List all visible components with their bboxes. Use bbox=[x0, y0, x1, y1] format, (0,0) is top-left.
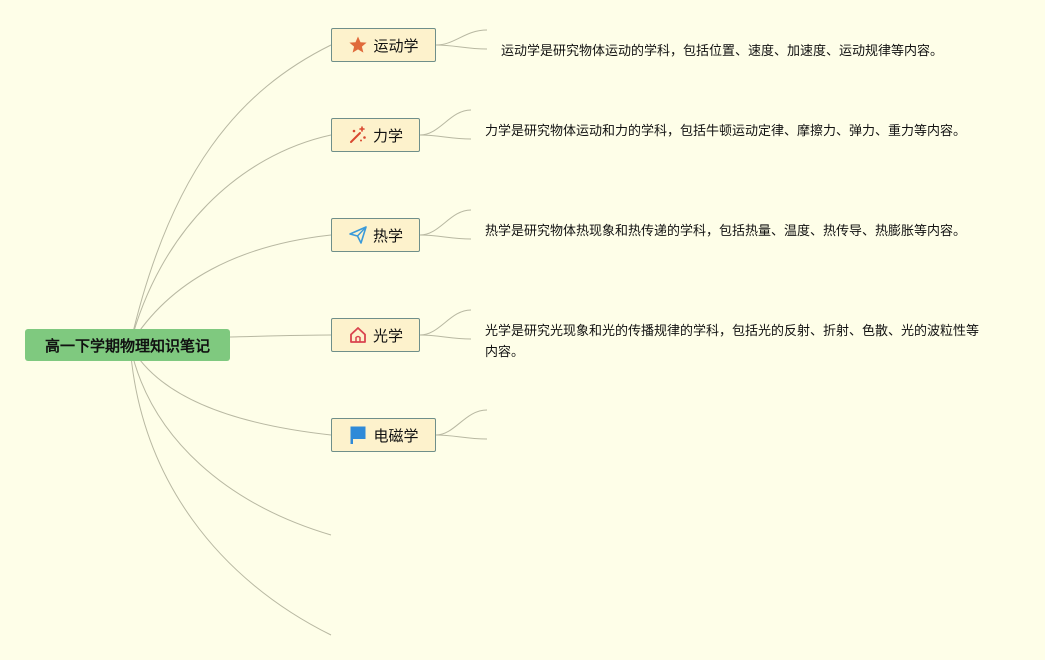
home-icon bbox=[348, 325, 368, 345]
magic-wand-icon bbox=[348, 125, 368, 145]
topic-label: 运动学 bbox=[373, 36, 419, 55]
topic-note-mechanics: 力学是研究物体运动和力的学科，包括牛顿运动定律、摩擦力、弹力、重力等内容。 bbox=[485, 124, 967, 139]
topic-node-electromagnetism[interactable]: 电磁学 bbox=[331, 418, 436, 452]
connector-topic-5-lower bbox=[435, 434, 488, 440]
topic-label: 光学 bbox=[372, 326, 403, 345]
connector-topic-3-upper bbox=[419, 209, 472, 236]
topic-label: 热学 bbox=[372, 226, 403, 245]
topic-node-thermodynamics[interactable]: 热学 bbox=[331, 218, 420, 252]
root-title: 高一下学期物理知识笔记 bbox=[44, 336, 210, 355]
connector-root-to-empty-2 bbox=[129, 344, 332, 636]
connector-root-to-topic-4 bbox=[227, 334, 332, 338]
connector-root-to-topic-1 bbox=[129, 44, 332, 346]
topic-node-optics[interactable]: 光学 bbox=[331, 318, 420, 352]
connector-topic-1-upper bbox=[435, 29, 488, 46]
star-icon bbox=[348, 35, 368, 55]
root-node[interactable]: 高一下学期物理知识笔记 bbox=[25, 329, 230, 361]
topic-node-kinematics[interactable]: 运动学 bbox=[331, 28, 436, 62]
connector-topic-3-lower bbox=[419, 234, 472, 240]
connector-root-to-empty-1 bbox=[129, 344, 332, 536]
connector-topic-2-lower bbox=[419, 134, 472, 140]
connector-topic-2-upper bbox=[419, 109, 472, 136]
topic-label: 电磁学 bbox=[373, 426, 419, 445]
flag-icon bbox=[348, 425, 368, 445]
topic-label: 力学 bbox=[372, 126, 403, 145]
paper-plane-icon bbox=[348, 225, 368, 245]
topic-note-kinematics: 运动学是研究物体运动的学科，包括位置、速度、加速度、运动规律等内容。 bbox=[501, 44, 944, 59]
connector-topic-5-upper bbox=[435, 409, 488, 436]
connector-topic-4-lower bbox=[419, 334, 472, 340]
connector-topic-4-upper bbox=[419, 309, 472, 336]
topic-node-mechanics[interactable]: 力学 bbox=[331, 118, 420, 152]
connector-root-to-topic-5 bbox=[129, 344, 332, 436]
connector-root-to-topic-2 bbox=[129, 134, 332, 346]
connector-root-to-topic-3 bbox=[129, 234, 332, 346]
connector-topic-1-lower bbox=[435, 44, 488, 50]
topic-note-thermodynamics: 热学是研究物体热现象和热传递的学科，包括热量、温度、热传导、热膨胀等内容。 bbox=[485, 224, 967, 239]
topic-note-optics: 光学是研究光现象和光的传播规律的学科，包括光的反射、折射、色散、光的波粒性等内容… bbox=[485, 324, 980, 360]
